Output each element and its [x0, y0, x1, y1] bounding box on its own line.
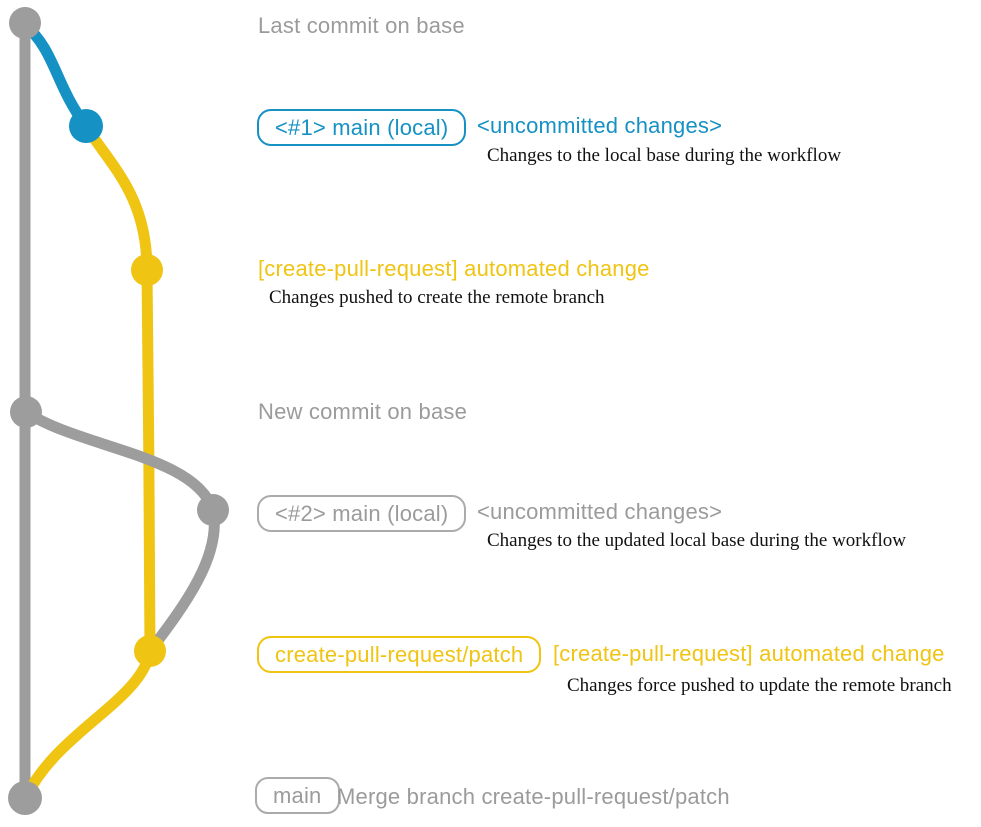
badge-main-local-1: <#1> main (local) — [257, 109, 467, 146]
title-automated-change-2: [create-pull-request] automated change — [553, 641, 945, 666]
git-graph — [8, 7, 229, 815]
label-last-commit-on-base: Last commit on base — [258, 13, 465, 38]
title-uncommitted-changes-1: <uncommitted changes> — [477, 113, 723, 138]
patch-branch-merge-segment — [21, 645, 156, 801]
commit-node-base-new — [10, 396, 42, 428]
label-merge-branch: Merge branch create-pull-request/patch — [337, 784, 730, 809]
commit-node-base-last — [9, 7, 41, 39]
local-main-1-segment — [19, 19, 92, 132]
caption-force-push-update-remote-branch: Changes force pushed to update the remot… — [567, 675, 952, 696]
caption-local-base-changes: Changes to the local base during the wor… — [487, 145, 842, 166]
badge-create-pull-request-patch: create-pull-request/patch — [257, 636, 542, 673]
title-automated-change-1: [create-pull-request] automated change — [258, 256, 650, 281]
badge-main: main — [255, 777, 340, 814]
commit-node-local-main-2 — [197, 494, 229, 526]
local-main-2-out-segment — [20, 406, 219, 516]
title-uncommitted-changes-2: <uncommitted changes> — [477, 499, 723, 524]
commit-node-merge — [8, 781, 42, 815]
local-main-2-rebase-segment — [144, 504, 220, 657]
badge-main-local-2: <#2> main (local) — [257, 495, 467, 532]
patch-branch-upper-segment — [80, 120, 153, 276]
caption-updated-local-base-changes: Changes to the updated local base during… — [487, 530, 906, 551]
commit-node-patch-2 — [134, 635, 166, 667]
commit-node-local-main-1 — [69, 109, 103, 143]
label-new-commit-on-base: New commit on base — [258, 399, 468, 424]
caption-push-create-remote-branch: Changes pushed to create the remote bran… — [269, 287, 605, 308]
commit-node-patch-1 — [131, 254, 163, 286]
